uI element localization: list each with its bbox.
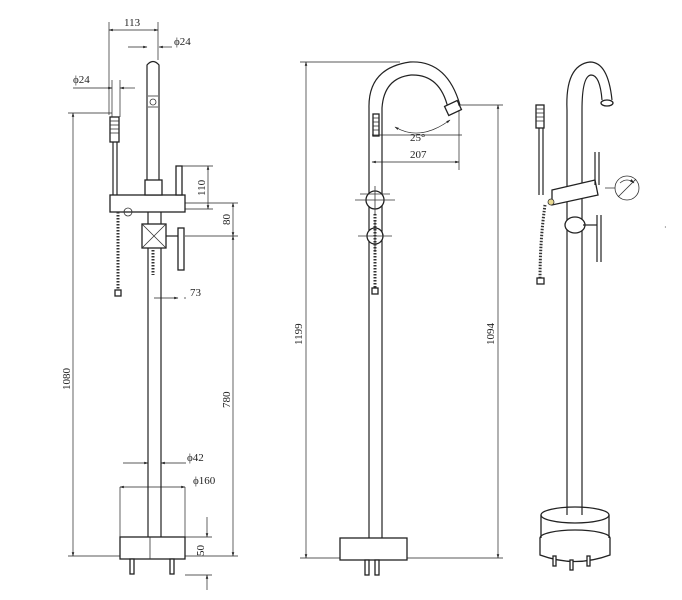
dim-110: 110 bbox=[196, 179, 208, 196]
dim-780: 780 bbox=[221, 391, 233, 408]
dim-1094: 1094 bbox=[485, 323, 497, 346]
dim-207: 207 bbox=[410, 149, 427, 161]
dim-1199: 1199 bbox=[293, 323, 305, 345]
dim-1080: 1080 bbox=[61, 368, 73, 391]
front-view: 113 ϕ24 ϕ24 1080 110 80 73 780 bbox=[61, 17, 238, 590]
dim-113: 113 bbox=[124, 17, 141, 29]
dim-base-dia: ϕ160 bbox=[193, 475, 216, 487]
dim-73: 73 bbox=[190, 287, 202, 299]
rotate-icon bbox=[605, 175, 640, 201]
dim-pipe-dia: ϕ42 bbox=[187, 452, 204, 464]
front-base bbox=[119, 536, 186, 560]
dim-spout-dia: ϕ24 bbox=[174, 36, 191, 48]
dim-80: 80 bbox=[221, 214, 233, 226]
front-mixer-body bbox=[109, 194, 186, 213]
dim-25deg: 25° bbox=[410, 132, 425, 144]
svg-text:·: · bbox=[664, 223, 667, 232]
dim-50: 50 bbox=[195, 545, 207, 557]
perspective-view: · bbox=[535, 61, 667, 571]
side-base bbox=[339, 537, 408, 561]
dim-hand-dia: ϕ24 bbox=[73, 74, 90, 86]
side-view: 1199 1094 207 25° bbox=[293, 61, 503, 576]
